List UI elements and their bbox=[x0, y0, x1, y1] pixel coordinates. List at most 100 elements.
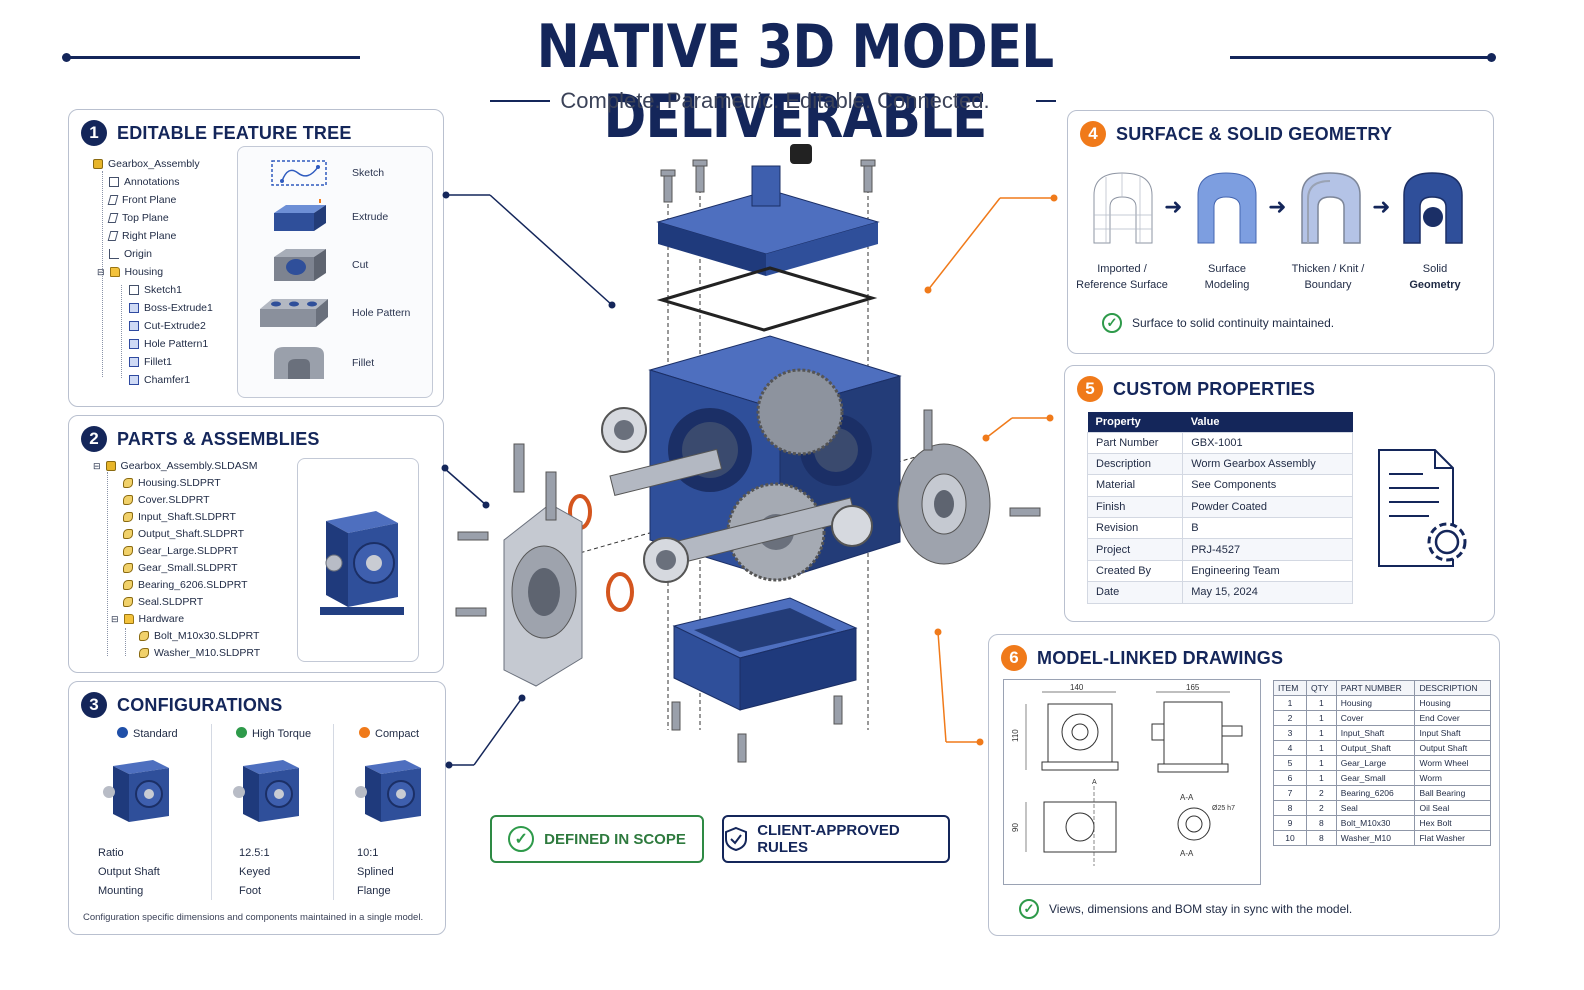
tree-item-output-shaft[interactable]: Output_Shaft.SLDPRT bbox=[123, 528, 244, 540]
bom-cell: 1 bbox=[1305, 710, 1337, 726]
property-value[interactable]: GBX-1001 bbox=[1182, 431, 1353, 454]
tree-item-label: Chamfer1 bbox=[144, 374, 191, 386]
feature-hole-pattern[interactable]: Hole Pattern bbox=[256, 293, 410, 333]
arrow-right-icon: ➜ bbox=[1372, 195, 1391, 220]
tree-item-label: Gear_Small.SLDPRT bbox=[138, 562, 238, 574]
tree-item-boss-extrude1[interactable]: Boss-Extrude1 bbox=[129, 302, 213, 314]
property-value[interactable]: May 15, 2024 bbox=[1182, 581, 1353, 604]
tree-item-washer[interactable]: Washer_M10.SLDPRT bbox=[139, 647, 260, 659]
arrow-right-icon: ➜ bbox=[1164, 195, 1183, 220]
tree-item-origin[interactable]: Origin bbox=[109, 248, 152, 260]
tree-item-label: Right Plane bbox=[122, 230, 177, 242]
tree-item-label: Washer_M10.SLDPRT bbox=[154, 647, 261, 659]
property-value[interactable]: Worm Gearbox Assembly bbox=[1182, 452, 1353, 476]
dimension-140: 140 bbox=[1070, 683, 1084, 692]
bom-cell: Worm bbox=[1414, 770, 1491, 786]
tree-item-right-plane[interactable]: Right Plane bbox=[107, 230, 177, 242]
tree-item-front-plane[interactable]: Front Plane bbox=[107, 194, 176, 206]
gearbox-preview-image bbox=[320, 511, 404, 615]
gearbox-cover bbox=[656, 165, 880, 276]
tree-item-hole-pattern1[interactable]: Hole Pattern1 bbox=[129, 338, 208, 350]
property-value[interactable]: B bbox=[1182, 517, 1353, 540]
gearbox-standard-image bbox=[103, 760, 169, 822]
property-value[interactable]: PRJ-4527 bbox=[1182, 538, 1353, 561]
tree-item-housing[interactable]: ⊟Housing bbox=[97, 266, 163, 278]
collapse-icon[interactable]: ⊟ bbox=[93, 460, 101, 471]
property-value[interactable]: Powder Coated bbox=[1182, 495, 1353, 519]
worm-wheel bbox=[756, 368, 844, 456]
note-text: Surface to solid continuity maintained. bbox=[1132, 316, 1335, 330]
bom-cell: Cover bbox=[1335, 710, 1416, 726]
status-dot-green bbox=[236, 727, 247, 738]
tree-item-fillet1[interactable]: Fillet1 bbox=[129, 356, 172, 368]
feature-fillet[interactable]: Fillet bbox=[268, 343, 374, 383]
part-icon bbox=[123, 512, 133, 522]
tree-guide bbox=[102, 171, 103, 377]
property-value[interactable]: Engineering Team bbox=[1182, 559, 1353, 583]
config-high-torque[interactable]: High Torque bbox=[236, 727, 311, 740]
hole-pattern-icon bbox=[129, 339, 139, 349]
drawing-sheet[interactable]: 140 110 165 A 90 A-A Ø25 h7 A-A bbox=[1003, 679, 1261, 885]
tree-item-gear-large[interactable]: Gear_Large.SLDPRT bbox=[123, 545, 238, 557]
tree-item-label: Cover.SLDPRT bbox=[138, 494, 210, 506]
section-label-top: A-A bbox=[1180, 793, 1194, 802]
check-circle-icon: ✓ bbox=[508, 826, 535, 852]
assembly-tree: ⊟Gearbox_Assembly.SLDASM Housing.SLDPRT … bbox=[93, 460, 303, 665]
config-standard[interactable]: Standard bbox=[117, 727, 178, 740]
tree-item-housing[interactable]: Housing.SLDPRT bbox=[123, 477, 221, 489]
collapse-icon[interactable]: ⊟ bbox=[111, 613, 119, 624]
origin-icon bbox=[109, 249, 119, 259]
property-value[interactable]: See Components bbox=[1182, 474, 1353, 497]
surface-note: ✓ Surface to solid continuity maintained… bbox=[1102, 313, 1334, 333]
status-dot-orange bbox=[359, 727, 370, 738]
tree-item-assembly[interactable]: Gearbox_Assembly bbox=[93, 158, 200, 170]
feature-cut[interactable]: Cut bbox=[268, 245, 368, 285]
tree-item-assembly[interactable]: ⊟Gearbox_Assembly.SLDASM bbox=[93, 460, 258, 472]
bom-cell: Oil Seal bbox=[1414, 800, 1491, 816]
page-title: NATIVE 3D MODEL DELIVERABLE bbox=[536, 12, 1054, 152]
tree-item-cut-extrude2[interactable]: Cut-Extrude2 bbox=[129, 320, 206, 332]
bom-cell: Hex Bolt bbox=[1414, 815, 1491, 831]
surface-model-icon bbox=[1197, 172, 1257, 244]
tree-item-input-shaft[interactable]: Input_Shaft.SLDPRT bbox=[123, 511, 236, 523]
step-line: Modeling bbox=[1204, 279, 1250, 291]
tree-item-hardware[interactable]: ⊟Hardware bbox=[111, 613, 184, 625]
tree-guide bbox=[125, 628, 126, 656]
tree-item-sketch1[interactable]: Sketch1 bbox=[129, 284, 182, 296]
tree-item-cover[interactable]: Cover.SLDPRT bbox=[123, 494, 210, 506]
tree-item-annotations[interactable]: Annotations bbox=[109, 176, 179, 188]
tree-item-chamfer1[interactable]: Chamfer1 bbox=[129, 374, 190, 386]
config-compact[interactable]: Compact bbox=[359, 727, 419, 740]
tree-item-bolt[interactable]: Bolt_M10x30.SLDPRT bbox=[139, 630, 259, 642]
tree-item-gear-small[interactable]: Gear_Small.SLDPRT bbox=[123, 562, 238, 574]
bom-cell: Seal bbox=[1335, 800, 1416, 816]
tree-item-top-plane[interactable]: Top Plane bbox=[107, 212, 169, 224]
feature-extrude[interactable]: Extrude bbox=[268, 199, 388, 235]
property-name: Description bbox=[1086, 452, 1184, 476]
feature-sketch[interactable]: Sketch bbox=[268, 155, 384, 191]
tree-item-label: Annotations bbox=[124, 176, 180, 188]
tree-item-seal[interactable]: Seal.SLDPRT bbox=[123, 596, 203, 608]
sketch-icon bbox=[129, 285, 139, 295]
tree-item-bearing[interactable]: Bearing_6206.SLDPRT bbox=[123, 579, 248, 591]
step-line: Reference Surface bbox=[1076, 279, 1168, 291]
collapse-icon[interactable]: ⊟ bbox=[97, 266, 105, 277]
